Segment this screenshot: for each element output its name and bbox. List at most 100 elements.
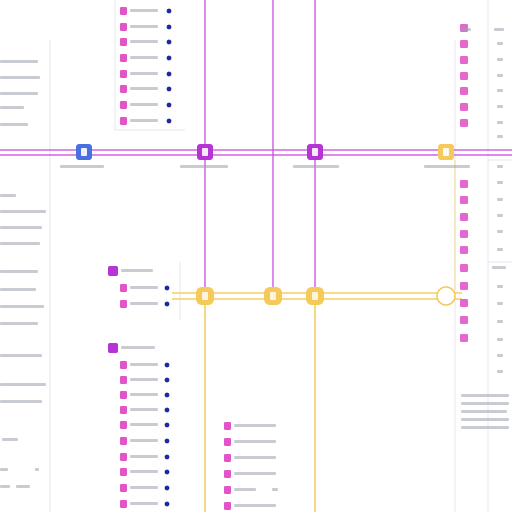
right-list-label bbox=[497, 214, 503, 217]
list-item-label bbox=[130, 423, 158, 426]
list-item-label bbox=[130, 455, 158, 458]
right-list-label bbox=[497, 320, 503, 323]
small-document-icon bbox=[460, 230, 468, 238]
notes-text bbox=[461, 418, 509, 421]
left-list-label bbox=[0, 468, 8, 471]
small-document-icon bbox=[120, 361, 127, 369]
status-dot-icon bbox=[166, 102, 172, 108]
left-list-label bbox=[0, 242, 40, 245]
small-document-icon bbox=[460, 282, 468, 290]
status-dot-icon bbox=[164, 362, 170, 368]
network-node-icon bbox=[202, 148, 208, 156]
left-list-label bbox=[0, 92, 38, 95]
list-item-label bbox=[130, 408, 158, 411]
small-document-icon bbox=[120, 300, 127, 308]
small-document-icon bbox=[460, 72, 468, 80]
network-node-icon bbox=[270, 292, 276, 300]
small-document-icon bbox=[120, 7, 127, 15]
small-document-icon bbox=[224, 470, 231, 478]
small-document-icon bbox=[120, 406, 127, 414]
status-dot-icon bbox=[164, 407, 170, 413]
small-document-icon bbox=[120, 500, 127, 508]
status-dot-icon bbox=[166, 8, 172, 14]
node-caption bbox=[180, 165, 228, 168]
status-dot-icon bbox=[166, 39, 172, 45]
left-list-label bbox=[0, 106, 24, 109]
small-document-icon bbox=[120, 117, 127, 125]
list-item-label bbox=[130, 378, 158, 381]
list-item-label bbox=[234, 488, 256, 491]
small-document-icon bbox=[224, 438, 231, 446]
list-item-label bbox=[130, 87, 158, 90]
list-item-label bbox=[130, 103, 158, 106]
network-node-icon bbox=[202, 292, 208, 300]
notes-text bbox=[461, 426, 509, 429]
network-node-icon bbox=[443, 148, 449, 156]
small-document-icon bbox=[460, 56, 468, 64]
group-header bbox=[121, 269, 153, 272]
small-document-icon bbox=[460, 264, 468, 272]
left-list-label bbox=[0, 383, 46, 386]
notes-text bbox=[461, 394, 509, 397]
node-caption bbox=[424, 165, 470, 168]
list-item-label bbox=[234, 440, 276, 443]
list-item-label bbox=[130, 9, 158, 12]
right-list-label bbox=[497, 105, 503, 108]
status-dot-icon bbox=[166, 86, 172, 92]
status-dot-icon bbox=[164, 301, 170, 307]
list-item-label bbox=[130, 470, 158, 473]
right-list-label bbox=[494, 28, 504, 31]
list-item-label bbox=[130, 302, 158, 305]
left-list-label bbox=[0, 305, 44, 308]
small-document-icon bbox=[460, 299, 468, 307]
left-list-label bbox=[35, 468, 39, 471]
group-header bbox=[121, 346, 155, 349]
node-yellow-ring[interactable] bbox=[436, 286, 456, 306]
small-document-icon bbox=[224, 422, 231, 430]
left-list-label bbox=[0, 400, 42, 403]
right-list-label bbox=[497, 230, 503, 233]
status-dot-icon bbox=[164, 469, 170, 475]
left-list-label bbox=[0, 354, 42, 357]
right-list-label bbox=[497, 74, 503, 77]
status-dot-icon bbox=[166, 24, 172, 30]
notes-text bbox=[461, 402, 509, 405]
list-item-label bbox=[130, 486, 158, 489]
small-document-icon bbox=[120, 437, 127, 445]
small-document-icon bbox=[460, 246, 468, 254]
right-list-label bbox=[497, 248, 503, 251]
list-item-label bbox=[130, 286, 158, 289]
small-document-icon bbox=[460, 40, 468, 48]
right-list-label bbox=[497, 285, 503, 288]
left-list-label bbox=[0, 270, 38, 273]
small-document-icon bbox=[224, 486, 231, 494]
small-document-icon bbox=[460, 87, 468, 95]
right-list-label bbox=[497, 135, 503, 138]
group-icon[interactable] bbox=[108, 343, 118, 353]
left-list-label bbox=[16, 485, 30, 488]
list-item-label bbox=[234, 472, 276, 475]
right-list-label bbox=[497, 42, 503, 45]
small-document-icon bbox=[120, 376, 127, 384]
status-dot-icon bbox=[166, 118, 172, 124]
left-list-label bbox=[0, 194, 16, 197]
status-dot-icon bbox=[164, 454, 170, 460]
small-document-icon bbox=[460, 213, 468, 221]
group-icon[interactable] bbox=[108, 266, 118, 276]
status-dot-icon bbox=[164, 422, 170, 428]
status-dot-icon bbox=[166, 71, 172, 77]
right-list-label bbox=[497, 354, 503, 357]
status-dot-icon bbox=[164, 438, 170, 444]
status-dot-icon bbox=[164, 392, 170, 398]
status-dot-icon bbox=[164, 501, 170, 507]
left-list-label bbox=[0, 60, 38, 63]
right-list-label bbox=[497, 121, 503, 124]
right-list-label bbox=[497, 181, 503, 184]
small-document-icon bbox=[120, 421, 127, 429]
network-node-icon bbox=[312, 292, 318, 300]
left-list-label bbox=[0, 210, 46, 213]
small-document-icon bbox=[120, 391, 127, 399]
status-dot-icon bbox=[164, 285, 170, 291]
small-document-icon bbox=[224, 502, 231, 510]
